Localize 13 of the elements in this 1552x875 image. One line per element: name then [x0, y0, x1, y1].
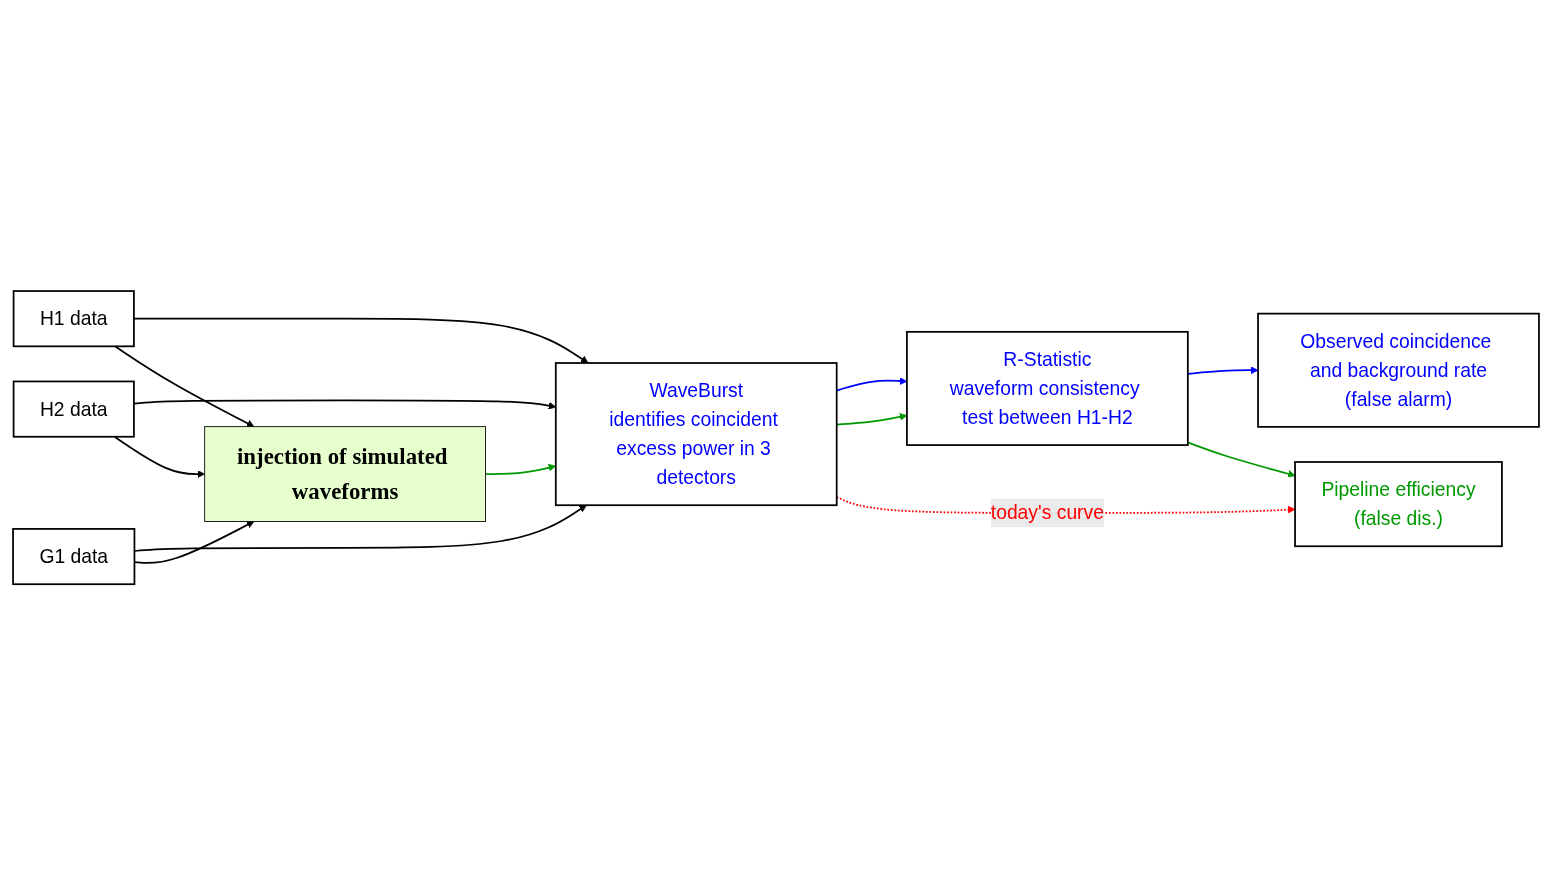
edge-label: today's curve	[990, 501, 1104, 524]
arrow	[114, 345, 255, 427]
node-box: WaveBurst identifies coincident excess power in 3 detectors	[554, 362, 838, 506]
node-box: Observed coincidence and background rate (false alarm)	[1257, 312, 1540, 428]
arrow	[133, 317, 589, 364]
node-box: R-Statistic waveform consistency test between H1-H2	[906, 330, 1189, 446]
node-box: H2 data	[12, 380, 135, 438]
node-box: G1 data	[12, 527, 136, 585]
arrow	[113, 435, 205, 478]
node-box: Pipeline efficiency (false dis.)	[1294, 460, 1503, 547]
arrow	[1186, 441, 1296, 478]
node-box: injection of simulated waveforms	[204, 426, 486, 522]
node-box: H1 data	[12, 290, 135, 348]
